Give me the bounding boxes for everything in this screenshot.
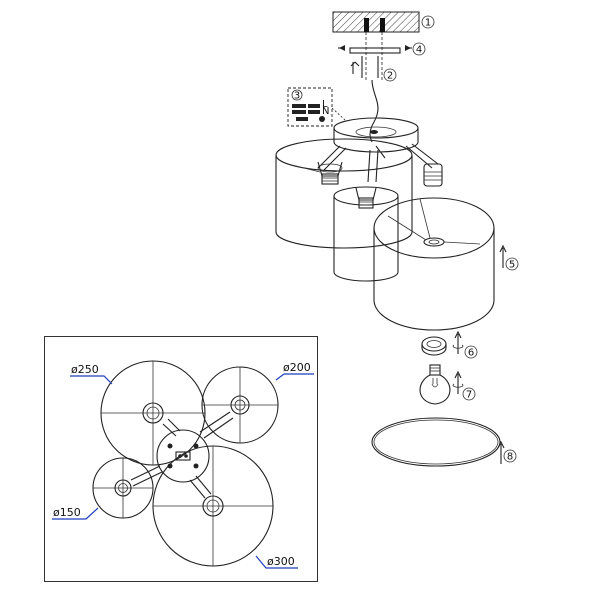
- top-view-inset-frame: [44, 336, 318, 582]
- dim-label-300: ø300: [267, 555, 295, 568]
- svg-text:3: 3: [294, 91, 300, 102]
- drill-guide-lines: [365, 32, 383, 80]
- light-bulb: [419, 364, 451, 405]
- svg-text:5: 5: [509, 260, 515, 271]
- top-view-layout: [92, 360, 279, 567]
- svg-text:L: L: [322, 99, 328, 110]
- step-marker-8: 8: [497, 440, 517, 464]
- svg-text:N: N: [322, 106, 329, 117]
- step-marker-7: 7: [452, 370, 476, 401]
- dim-label-250: ø250: [71, 363, 99, 376]
- step-marker-2: 2: [383, 68, 397, 82]
- shade-200-back: [275, 138, 413, 249]
- mounting-bracket: [338, 45, 412, 78]
- top-hub: [156, 429, 210, 483]
- dimension-leaders: [52, 373, 314, 569]
- hub-arms: [317, 143, 439, 183]
- dim-label-150: ø150: [53, 506, 81, 519]
- svg-text:4: 4: [416, 45, 422, 56]
- svg-text:7: 7: [466, 390, 472, 401]
- dimension-labels: ø250 ø200 ø150 ø300: [53, 361, 311, 568]
- svg-text:1: 1: [425, 18, 431, 29]
- dim-label-200: ø200: [283, 361, 311, 374]
- shade-150-middle: [333, 186, 399, 282]
- svg-text:6: 6: [468, 348, 474, 359]
- lamp-socket-right: [423, 163, 443, 187]
- step-marker-5: 5: [499, 244, 519, 271]
- ring-nut: [421, 336, 447, 356]
- step-marker-1: 1: [421, 15, 435, 29]
- shade-300-front: [373, 197, 495, 331]
- step-marker-6: 6: [452, 330, 478, 359]
- wiring-detail-box: 3 L N: [287, 87, 346, 127]
- step-marker-4: 4: [412, 42, 426, 56]
- svg-text:2: 2: [387, 71, 393, 82]
- ceiling-block: [332, 11, 420, 33]
- diffuser-ring: [371, 417, 501, 467]
- svg-text:8: 8: [507, 452, 513, 463]
- central-hub: [333, 117, 419, 153]
